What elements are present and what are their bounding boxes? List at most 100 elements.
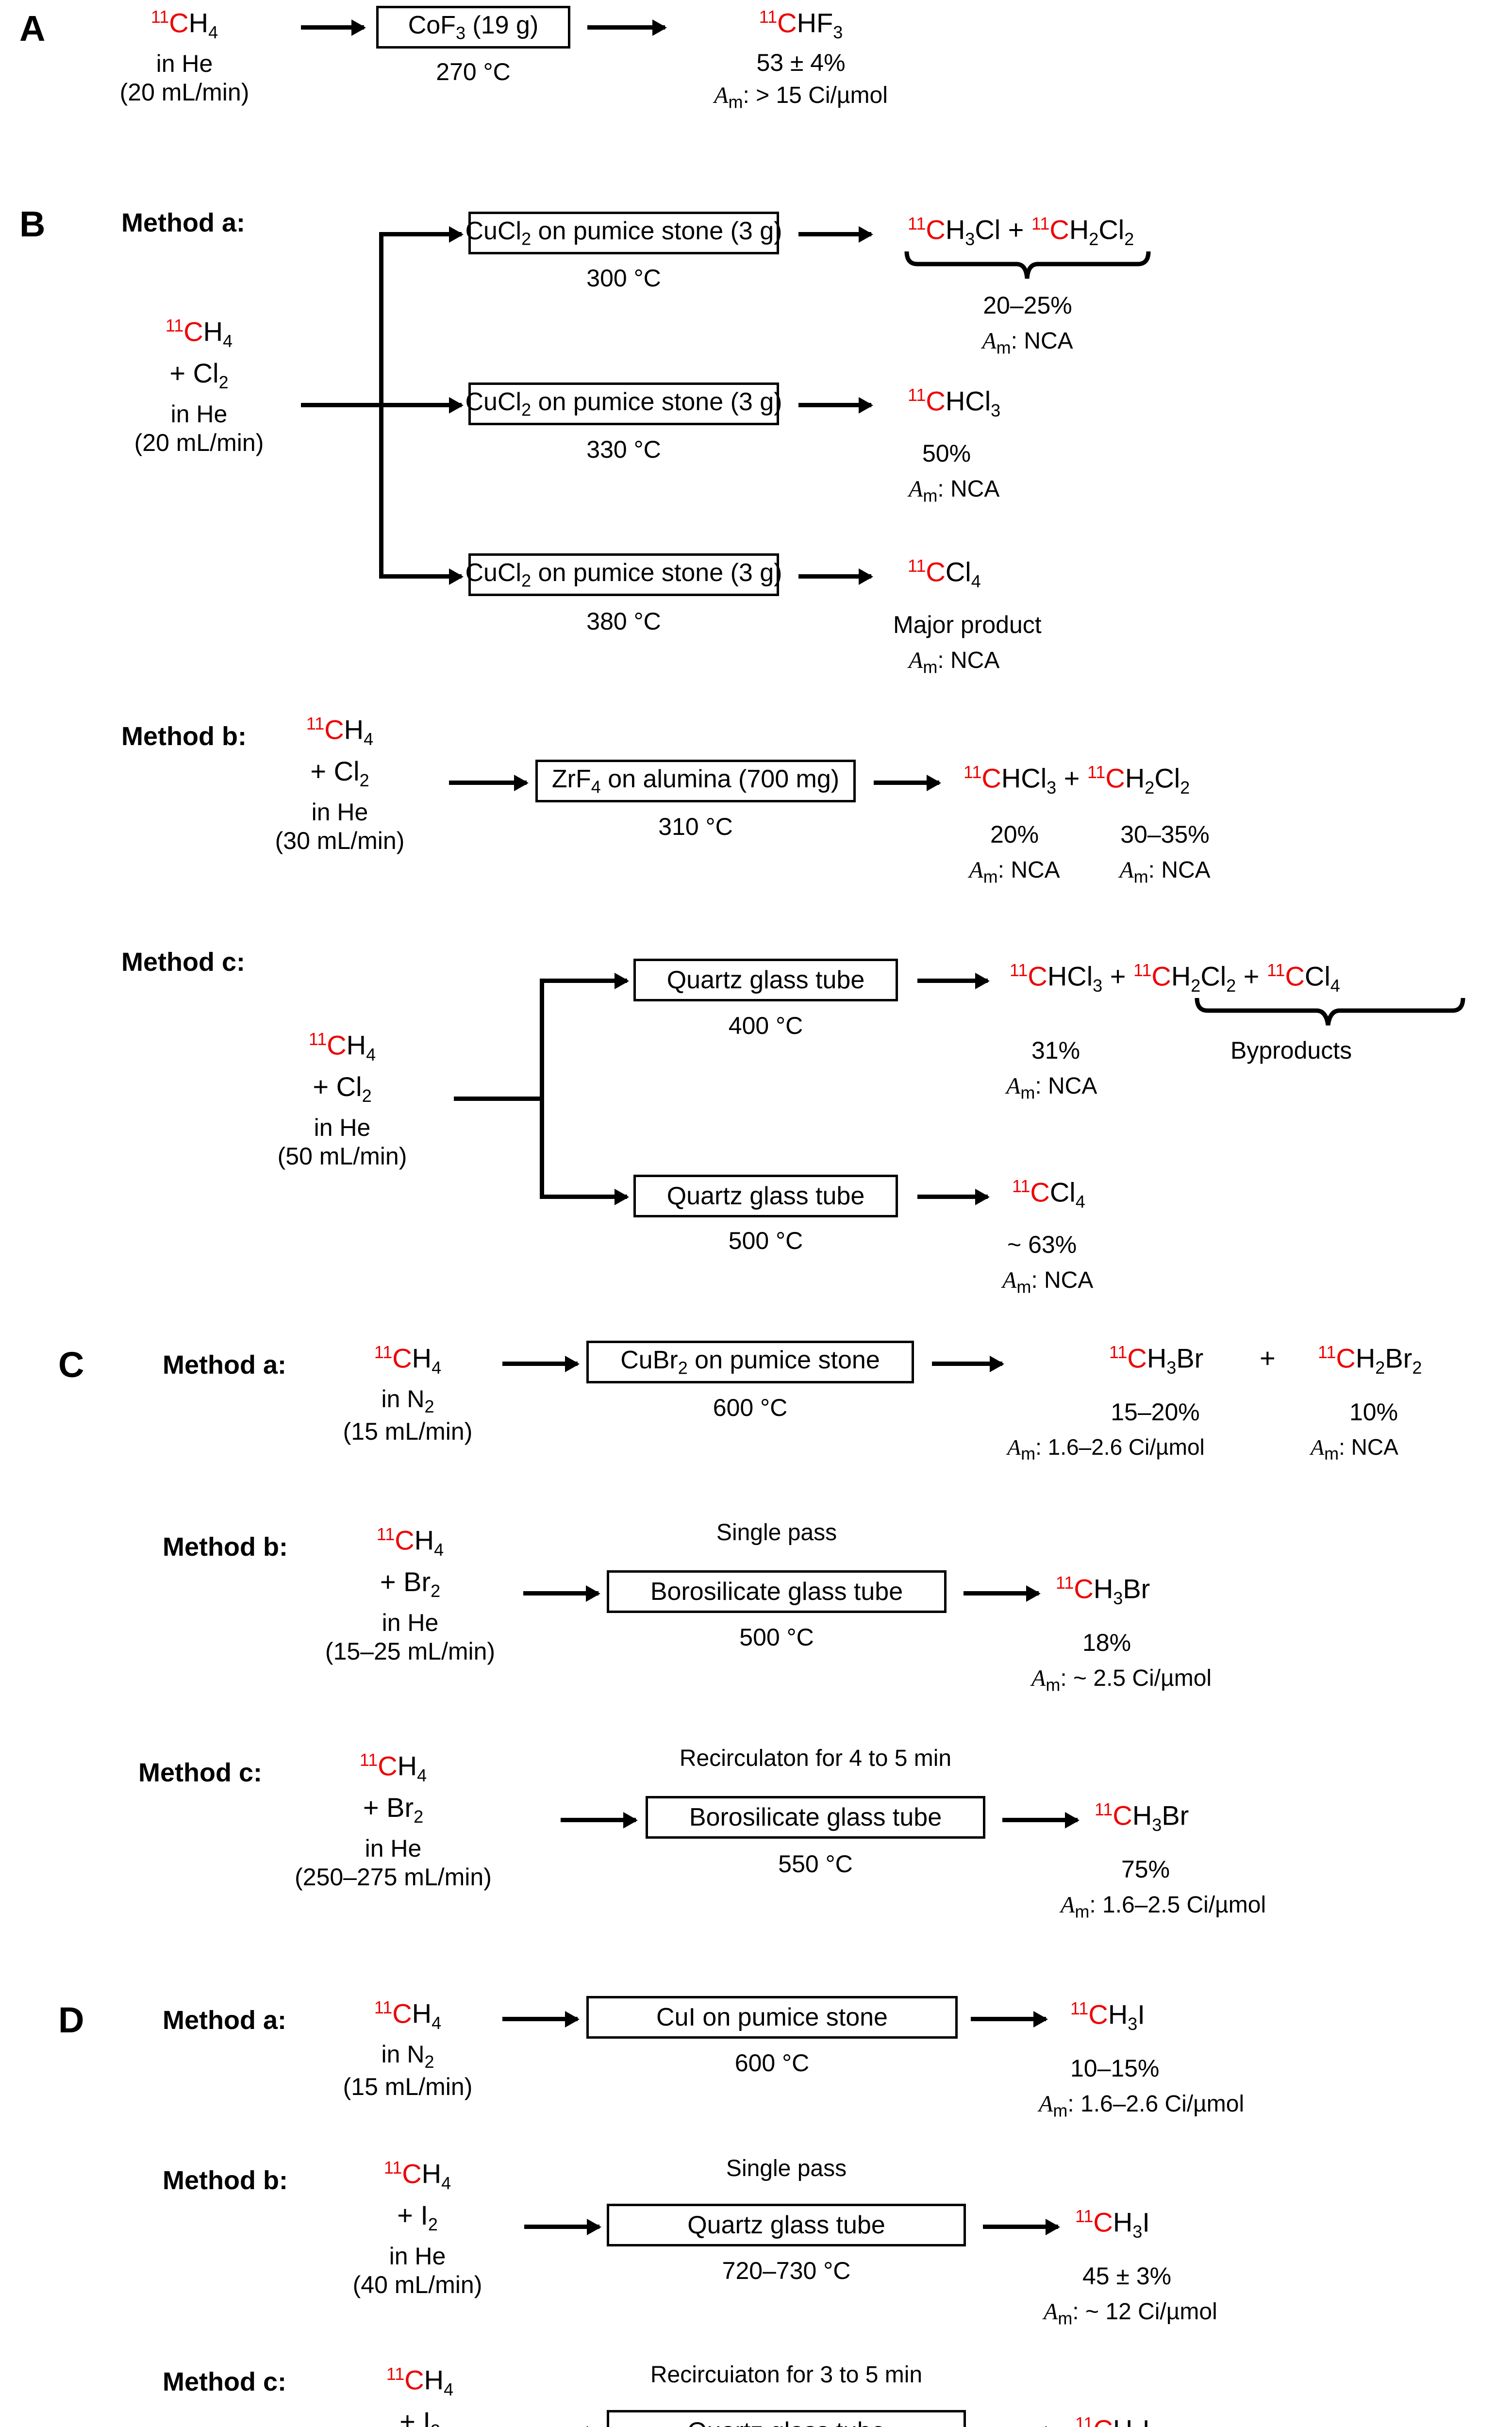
substrate-formula: 11CH4 — [374, 1342, 442, 1378]
am-c-a-left: Am: 1.6–2.6 Ci/µmol — [1007, 1434, 1205, 1464]
am-d-a: Am: 1.6–2.6 Ci/µmol — [1039, 2091, 1245, 2121]
am-b-c-1: Am: NCA — [1006, 1073, 1097, 1103]
substrate-coreagent: + Cl2 — [169, 358, 229, 393]
arrow-b-b-in — [449, 781, 527, 785]
arrow-d-b-out — [983, 2225, 1058, 2229]
substrate-coreagent: + Br2 — [363, 1792, 424, 1827]
byproducts-label-b-c-1: Byproducts — [1230, 1037, 1352, 1064]
panel-d-method-a-label: Method a: — [163, 2006, 286, 2035]
substrate-coreagent: + Cl2 — [310, 756, 369, 791]
substrate-flow: (15 mL/min) — [343, 1417, 473, 1445]
am-b-b-right: Am: NCA — [1119, 857, 1211, 887]
reagent-box-b-a-2: CuCl2 on pumice stone (3 g) — [465, 382, 782, 425]
temperature-c-c: 550 °C — [778, 1850, 853, 1878]
yield-b-b-left: 20% — [990, 821, 1039, 848]
yield-b-a-3: Major product — [893, 611, 1042, 638]
panel-b-method-c-trunk — [454, 1097, 544, 1101]
products-c-a-plus: + — [1260, 1343, 1276, 1373]
header-d-b: Single pass — [726, 2156, 847, 2181]
products-c-a: 11CH3Br — [1109, 1342, 1204, 1378]
temperature-d-b: 720–730 °C — [722, 2257, 851, 2284]
reagent-box-label: CuCl2 on pumice stone (3 g) — [465, 217, 782, 249]
yield-b-c-1: 31% — [1031, 1037, 1080, 1064]
panel-d-method-b-substrate: 11CH4 + I2 in He (40 mL/min) — [316, 2158, 519, 2299]
panel-b-method-c-split-vline — [540, 981, 544, 1197]
panel-letter-b: B — [19, 204, 46, 244]
arrow-c-b-in — [523, 1591, 598, 1596]
arrow-b-c-2 — [540, 1195, 627, 1199]
reagent-box-label: Quartz glass tube — [666, 966, 865, 994]
products-b-a-2: 11CHCl3 — [908, 385, 1001, 420]
am-c-c: Am: 1.6–2.5 Ci/µmol — [1061, 1892, 1266, 1922]
panel-a-products: 11CHF3 53 ± 4% Am: > 15 Ci/µmol — [675, 7, 927, 112]
panel-b-method-b-label: Method b: — [121, 722, 247, 751]
substrate-flow: (15–25 mL/min) — [325, 1637, 496, 1665]
reagent-box-label: CuCl2 on pumice stone (3 g) — [465, 559, 782, 591]
reagent-box-b-a-3: CuCl2 on pumice stone (3 g) — [465, 553, 782, 596]
substrate-coreagent: + Cl2 — [313, 1071, 372, 1106]
arrow-c-a-out — [932, 1362, 1002, 1366]
panel-a-substrate: 11CH4 in He (20 mL/min) — [83, 7, 286, 107]
panel-d-method-a-substrate: 11CH4 in N2 (15 mL/min) — [316, 1997, 500, 2101]
reagent-box-label: CuCl2 on pumice stone (3 g) — [465, 388, 782, 420]
reagent-box-label: Quartz glass tube — [687, 2417, 885, 2427]
substrate-carrier: in He — [156, 50, 213, 78]
products-b-a-1: 11CH3Cl + 11CH2Cl2 — [908, 214, 1134, 249]
panel-d-method-c-substrate: 11CH4 + I2 in He (500 mL/min) — [316, 2364, 524, 2427]
header-c-b: Single pass — [716, 1520, 837, 1546]
products-b-c-1: 11CHCl3 + 11CH2Cl2 + 11CCl4 — [1010, 960, 1340, 996]
substrate-formula: 11CH4 — [374, 1997, 442, 2033]
temperature-c-b: 500 °C — [739, 1624, 814, 1651]
panel-b-method-a-label: Method a: — [121, 208, 245, 237]
panel-b-method-a-substrate: 11CH4 + Cl2 in He (20 mL/min) — [95, 316, 303, 457]
substrate-carrier: in N2 — [381, 2041, 434, 2072]
products-d-b: 11CH3I — [1075, 2206, 1150, 2242]
substrate-carrier: in He — [314, 1114, 371, 1141]
yield-c-c: 75% — [1121, 1856, 1170, 1883]
arrow-b-c-1-out — [917, 979, 988, 983]
am-c-a-right: Am: NCA — [1311, 1434, 1398, 1464]
substrate-carrier: in He — [365, 1834, 422, 1862]
panel-letter-a: A — [19, 8, 46, 49]
arrow-b-c-2-out — [917, 1195, 988, 1199]
product-formula: 11CHF3 — [759, 7, 843, 42]
header-d-c: Recircuiaton for 3 to 5 min — [650, 2362, 923, 2388]
arrow-a-1 — [301, 25, 364, 30]
yield-c-a-right: 10% — [1349, 1398, 1398, 1426]
products-b-a-3: 11CCl4 — [908, 556, 981, 591]
reagent-box-label: CuBr2 on pumice stone — [620, 1346, 880, 1378]
panel-letter-d: D — [58, 2000, 84, 2040]
arrow-b-a-1 — [379, 232, 462, 236]
am-c-b: Am: ~ 2.5 Ci/µmol — [1031, 1665, 1212, 1695]
substrate-formula: 11CH4 — [308, 1029, 376, 1064]
reagent-box-label: CuI on pumice stone — [656, 2003, 888, 2031]
arrow-b-a-2 — [379, 403, 462, 407]
substrate-formula: 11CH4 — [359, 1750, 427, 1785]
substrate-carrier: in N2 — [381, 1385, 434, 1417]
panel-c-method-c-substrate: 11CH4 + Br2 in He (250–275 mL/min) — [272, 1750, 515, 1892]
panel-b-method-b-substrate: 11CH4 + Cl2 in He (30 mL/min) — [252, 714, 427, 855]
reagent-box-b-c-1: Quartz glass tube — [633, 959, 898, 1001]
substrate-formula: 11CH4 — [165, 316, 233, 351]
brace-b-a-1 — [904, 249, 1151, 283]
substrate-formula: 11CH4 — [386, 2364, 454, 2399]
temperature-b-c-1: 400 °C — [728, 1012, 803, 1039]
temperature-b-a-3: 380 °C — [586, 608, 661, 635]
arrow-c-c-in — [561, 1818, 636, 1822]
am-b-c-2: Am: NCA — [1002, 1267, 1094, 1297]
panel-c-method-c-label: Method c: — [138, 1758, 262, 1787]
reagent-box-label: Quartz glass tube — [687, 2211, 885, 2239]
panel-b-method-c-label: Method c: — [121, 948, 245, 977]
header-c-c: Recirculaton for 4 to 5 min — [679, 1745, 952, 1771]
substrate-formula: 11CH4 — [383, 2158, 451, 2193]
reagent-box-d-a: CuI on pumice stone — [586, 1996, 958, 2039]
temperature-c-a: 600 °C — [713, 1394, 788, 1421]
yield-b-a-2: 50% — [922, 440, 971, 467]
yield-d-b: 45 ± 3% — [1082, 2262, 1172, 2290]
temperature-b-b: 310 °C — [658, 813, 733, 840]
arrow-b-a-3 — [379, 574, 462, 579]
reagent-box-b-c-2: Quartz glass tube — [633, 1175, 898, 1217]
yield-d-a: 10–15% — [1070, 2055, 1160, 2082]
panel-c-method-b-label: Method b: — [163, 1532, 288, 1562]
products-d-c: 11CH3I — [1075, 2413, 1150, 2427]
